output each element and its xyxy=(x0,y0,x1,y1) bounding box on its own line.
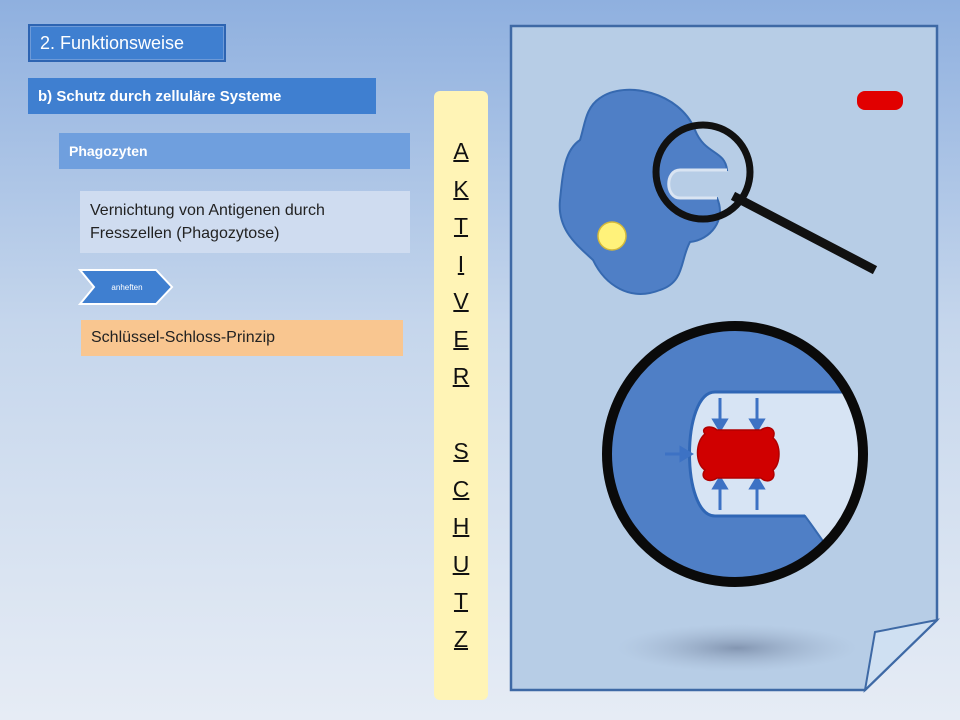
cell-pocket xyxy=(667,168,727,200)
description-text: Vernichtung von Antigenen durch Fresszel… xyxy=(90,202,325,242)
description-box: Vernichtung von Antigenen durch Fresszel… xyxy=(80,191,410,253)
antigen-icon xyxy=(857,91,903,110)
banner-letter: C xyxy=(452,475,470,502)
subsection-title: b) Schutz durch zelluläre Systeme xyxy=(28,78,376,114)
magnifying-glass-icon xyxy=(652,121,878,275)
binding-detail-icon xyxy=(602,321,868,587)
step-label: anheften xyxy=(111,282,143,292)
step-chevron: anheften xyxy=(77,268,174,306)
banner-letter: A xyxy=(453,138,469,164)
banner-letter: S xyxy=(453,438,469,464)
topic-label: Phagozyten xyxy=(59,133,410,169)
nucleus-icon xyxy=(597,221,627,251)
banner-letter: U xyxy=(452,550,470,577)
banner-letter: T xyxy=(453,213,469,239)
banner-letter: T xyxy=(453,588,469,614)
section-title: 2. Funktionsweise xyxy=(28,24,226,62)
banner-letter: I xyxy=(457,250,465,277)
illustration-page xyxy=(509,24,941,693)
page-fold xyxy=(863,618,941,693)
banner-letter: R xyxy=(452,363,470,389)
banner-letter: K xyxy=(453,175,469,202)
chevron-shape xyxy=(77,269,174,305)
banner-letter: H xyxy=(452,513,470,539)
banner-letter: Z xyxy=(453,625,469,652)
principle-label: Schlüssel-Schloss-Prinzip xyxy=(81,320,403,356)
banner-letter: E xyxy=(453,325,469,352)
banner-letter: V xyxy=(453,288,469,314)
shadow-ellipse xyxy=(617,624,857,672)
